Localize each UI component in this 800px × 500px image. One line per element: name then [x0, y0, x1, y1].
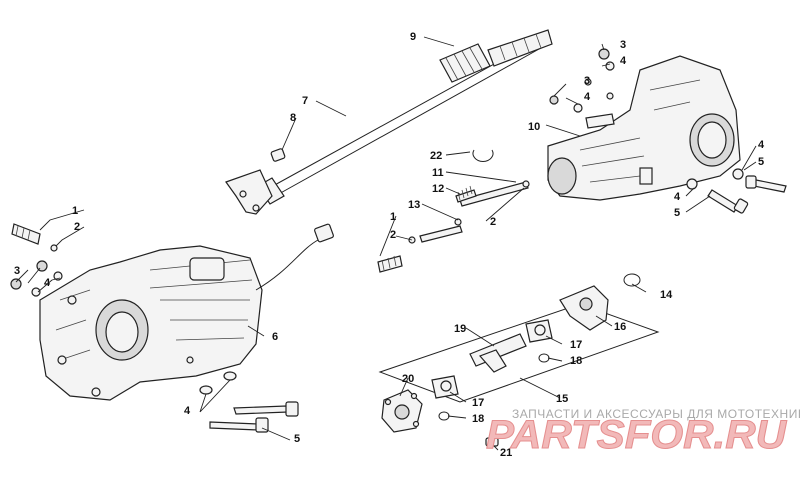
callout-13: 13 — [408, 199, 420, 211]
callout-5-right: 5 — [758, 156, 764, 168]
callout-6: 6 — [272, 331, 278, 343]
watermark: ЗАПЧАСТИ И АКСЕССУАРЫ ДЛЯ МОТОТЕХНИКИ PA… — [486, 407, 800, 458]
callout-17-left: 17 — [472, 397, 484, 409]
callout-11: 11 — [432, 167, 444, 179]
callout-18-left: 18 — [472, 413, 484, 425]
callout-4-mid: 4 — [584, 91, 591, 103]
callout-18-right: 18 — [570, 355, 582, 367]
callout-17-right: 17 — [570, 339, 582, 351]
watermark-logo: PARTSFOR.RU — [486, 413, 787, 457]
callout-3-mid: 3 — [584, 75, 590, 87]
callout-4-top: 4 — [620, 55, 627, 67]
callout-4-right-lower: 4 — [674, 191, 681, 203]
callout-2-left: 2 — [74, 221, 80, 233]
callout-10: 10 — [528, 121, 540, 133]
callout-4-right: 4 — [758, 139, 765, 151]
callout-14: 14 — [660, 289, 673, 301]
callout-1-left: 1 — [72, 205, 78, 217]
callout-5-lower: 5 — [294, 433, 300, 445]
front-gear-case — [39, 223, 334, 401]
callout-9: 9 — [410, 31, 416, 43]
right-hardware — [549, 48, 787, 214]
left-hardware — [10, 223, 299, 433]
callout-7: 7 — [302, 95, 308, 107]
rear-gear-case — [547, 55, 741, 201]
callout-5-right-lower: 5 — [674, 207, 680, 219]
drive-shaft — [225, 29, 553, 215]
shift-components — [377, 149, 530, 273]
callout-20: 20 — [402, 373, 414, 385]
callout-3-top: 3 — [620, 39, 626, 51]
callout-2-right: 2 — [490, 216, 496, 228]
callout-8: 8 — [290, 112, 296, 124]
callout-labels: 1 2 3 4 4 5 6 7 8 9 3 4 3 4 10 4 5 4 5 2… — [14, 31, 765, 459]
callout-22: 22 — [430, 150, 442, 162]
callout-15: 15 — [556, 393, 568, 405]
callout-21: 21 — [500, 447, 512, 459]
callout-3-left: 3 — [14, 265, 20, 277]
callout-16: 16 — [614, 321, 626, 333]
leader-lines — [15, 36, 757, 451]
prop-shaft-assembly — [378, 273, 660, 447]
callout-12: 12 — [432, 183, 444, 195]
callout-2-mid: 2 — [390, 229, 396, 241]
watermark-subtitle: ЗАПЧАСТИ И АКСЕССУАРЫ ДЛЯ МОТОТЕХНИКИ — [512, 407, 800, 421]
callout-1-mid: 1 — [390, 211, 396, 223]
callout-4-lower: 4 — [184, 405, 191, 417]
callout-19: 19 — [454, 323, 466, 335]
callout-4-left: 4 — [44, 277, 51, 289]
